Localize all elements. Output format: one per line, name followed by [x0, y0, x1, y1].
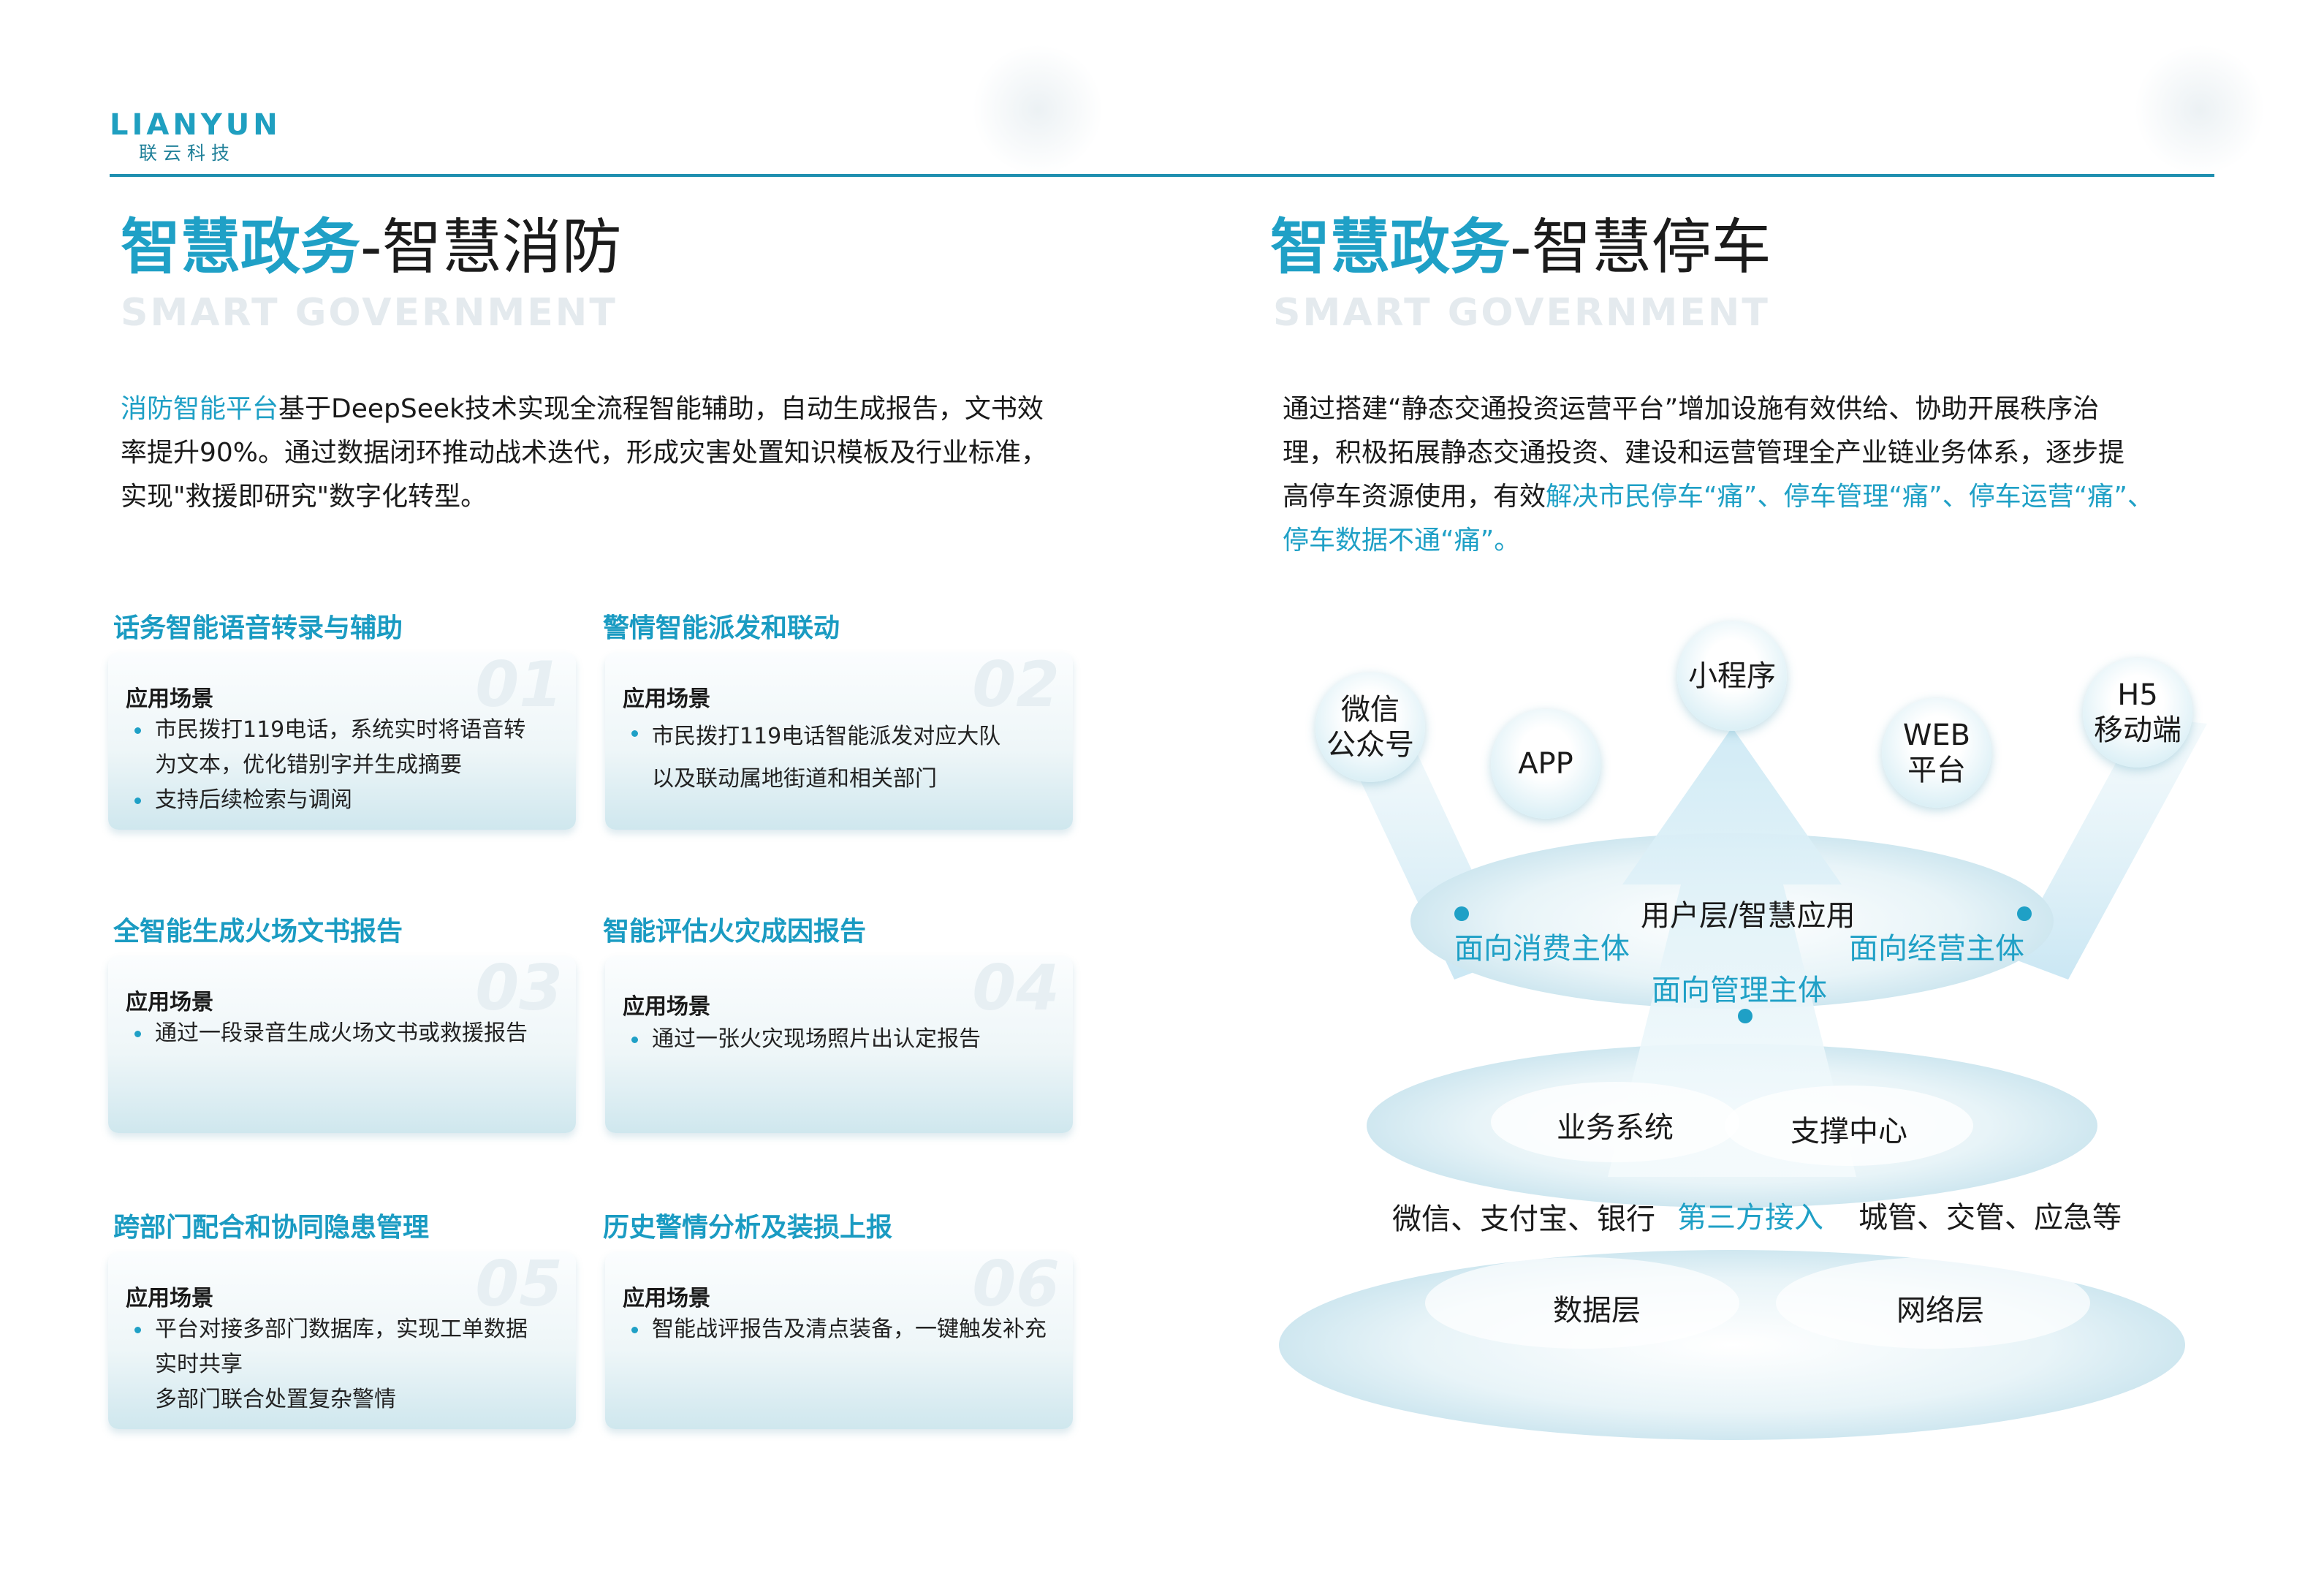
card-scene-label: 应用场景 [623, 1286, 710, 1311]
left-title-rest: -智慧消防 [360, 213, 622, 282]
user-layer-label: 用户层/智慧应用 [1641, 899, 1856, 933]
left-title-highlight: 智慧政务 [121, 213, 361, 282]
beam-right [2010, 716, 2207, 980]
logo-wordmark: LIANYUN [110, 108, 281, 142]
card-05: 05 应用场景 平台对接多部门数据库，实现工单数据 实时共享 多部门联合处置复杂… [108, 1252, 576, 1429]
card-title: 话务智能语音转录与辅助 [113, 613, 403, 643]
card-04: 04 应用场景 通过一张火灾现场照片出认定报告 [605, 956, 1073, 1133]
bubble-label: 公众号 [1326, 728, 1414, 762]
card-bullet: 通过一段录音生成火场文书或救援报告 [126, 1016, 564, 1051]
card-title: 警情智能派发和联动 [603, 613, 840, 643]
card-scene-label: 应用场景 [623, 994, 710, 1020]
data-layer-label: 数据层 [1553, 1294, 1641, 1327]
bubble-label: 微信 [1341, 693, 1400, 727]
intro-line: 基于DeepSeek技术实现全流程智能辅助，自动生成报告，文书效 [278, 394, 1044, 424]
support-center-label: 支撑中心 [1791, 1115, 1907, 1148]
watermark-circle-icon [2134, 44, 2266, 175]
card-scene-label: 应用场景 [126, 990, 213, 1015]
right-title-rest: -智慧停车 [1510, 213, 1772, 282]
dot-consumer [1454, 906, 1469, 921]
right-intro-paragraph: 通过搭建“静态交通投资运营平台”增加设施有效供给、协助开展秩序治 理，积极拓展静… [1283, 387, 2262, 563]
card-title: 历史警情分析及装损上报 [603, 1213, 893, 1243]
card-bullet: 智能战评报告及清点装备，一键触发补充 [623, 1312, 1061, 1347]
card-bullet-continuation: 以及联动属地街道和相关部门 [652, 766, 937, 792]
bubble-app: APP [1491, 709, 1600, 819]
card-title: 智能评估火灾成因报告 [603, 917, 867, 947]
manager-label: 面向管理主体 [1652, 974, 1827, 1007]
left-access-label: 微信、支付宝、银行 [1392, 1202, 1655, 1236]
bubble-label: H5 [2117, 678, 2158, 712]
data-layer-oval [1425, 1257, 1739, 1349]
card-scene-label: 应用场景 [126, 686, 213, 712]
right-title-highlight: 智慧政务 [1270, 213, 1511, 282]
right-access-label: 城管、交管、应急等 [1858, 1201, 2122, 1235]
bubble-label: 移动端 [2094, 713, 2181, 747]
dot-manager [1738, 1009, 1753, 1023]
bubble-label: 平台 [1907, 754, 1966, 787]
dot-operator [2017, 906, 2032, 921]
third-party-label: 第三方接入 [1677, 1201, 1823, 1235]
operator-label: 面向经营主体 [1849, 932, 2024, 966]
header-divider [110, 174, 2214, 177]
card-01: 01 应用场景 市民拨打119电话，系统实时将语音转 为文本，优化错别字并生成摘… [108, 653, 576, 830]
bubble-miniprogram: 小程序 [1677, 621, 1787, 731]
card-bullet: 市民拨打119电话智能派发对应大队 [623, 716, 1061, 758]
card-bullet: 支持后续检索与调阅 [126, 783, 564, 818]
card-02: 02 应用场景 市民拨打119电话智能派发对应大队 以及联动属地街道和相关部门 [605, 653, 1073, 830]
card-title: 全智能生成火场文书报告 [113, 917, 403, 947]
bubble-label: 小程序 [1688, 659, 1776, 693]
bubble-label: APP [1518, 747, 1573, 781]
right-section-title: 智慧政务-智慧停车 [1270, 218, 1772, 278]
intro-line: 率提升90%。通过数据闭环推动战术迭代，形成灾害处置知识模板及行业标准， [121, 438, 1048, 468]
card-bullet-continuation: 实时共享 [155, 1352, 243, 1377]
card-bullet: 通过一张火灾现场照片出认定报告 [623, 1022, 1061, 1057]
card-bullet: 平台对接多部门数据库，实现工单数据 [126, 1312, 564, 1347]
card-number: 05 [475, 1252, 563, 1321]
left-section-title: 智慧政务-智慧消防 [121, 218, 622, 278]
bubble-label: WEB [1902, 719, 1971, 752]
card-number: 01 [475, 653, 563, 721]
intro-highlight: 消防智能平台 [121, 394, 279, 424]
business-system-oval [1491, 1082, 1739, 1162]
card-03: 03 应用场景 通过一段录音生成火场文书或救援报告 [108, 956, 576, 1133]
support-center-oval [1725, 1086, 1973, 1166]
card-scene-label: 应用场景 [623, 686, 710, 712]
card-number: 04 [972, 956, 1060, 1025]
card-number: 02 [972, 653, 1060, 721]
arrow-up-icon [1608, 727, 1856, 1177]
intro-highlight: 停车数据不通“痛”。 [1283, 526, 1521, 556]
intro-line: 通过搭建“静态交通投资运营平台”增加设施有效供给、协助开展秩序治 [1283, 394, 2100, 424]
business-system-label: 业务系统 [1557, 1111, 1674, 1145]
card-bullet-continuation: 多部门联合处置复杂警情 [155, 1387, 396, 1412]
intro-highlight: 解决市民停车“痛”、停车管理“痛”、停车运营“痛”、 [1546, 482, 2154, 512]
left-section-subtitle: SMART GOVERNMENT [121, 291, 618, 335]
left-intro-paragraph: 消防智能平台基于DeepSeek技术实现全流程智能辅助，自动生成报告，文书效 率… [121, 387, 1107, 519]
logo-subtitle: 联云科技 [139, 143, 236, 164]
card-bullet-continuation: 为文本，优化错别字并生成摘要 [155, 752, 462, 778]
card-number: 06 [972, 1252, 1060, 1321]
card-title: 跨部门配合和协同隐患管理 [113, 1213, 430, 1243]
intro-line: 实现"救援即研究"数字化转型。 [121, 482, 487, 512]
card-scene-label: 应用场景 [126, 1286, 213, 1311]
watermark-circle-icon [972, 44, 1104, 175]
card-number: 03 [475, 956, 563, 1025]
intro-line: 理，积极拓展静态交通投资、建设和运营管理全产业链业务体系，逐步提 [1283, 438, 2125, 468]
card-bullet: 市民拨打119电话，系统实时将语音转 [126, 713, 564, 748]
card-06: 06 应用场景 智能战评报告及清点装备，一键触发补充 [605, 1252, 1073, 1429]
network-layer-oval [1776, 1257, 2090, 1349]
right-section-subtitle: SMART GOVERNMENT [1273, 291, 1770, 335]
intro-line: 高停车资源使用，有效 [1283, 482, 1546, 512]
bubble-wechat: 微信公众号 [1315, 673, 1425, 782]
network-layer-label: 网络层 [1896, 1294, 1984, 1327]
consumer-label: 面向消费主体 [1454, 932, 1630, 966]
